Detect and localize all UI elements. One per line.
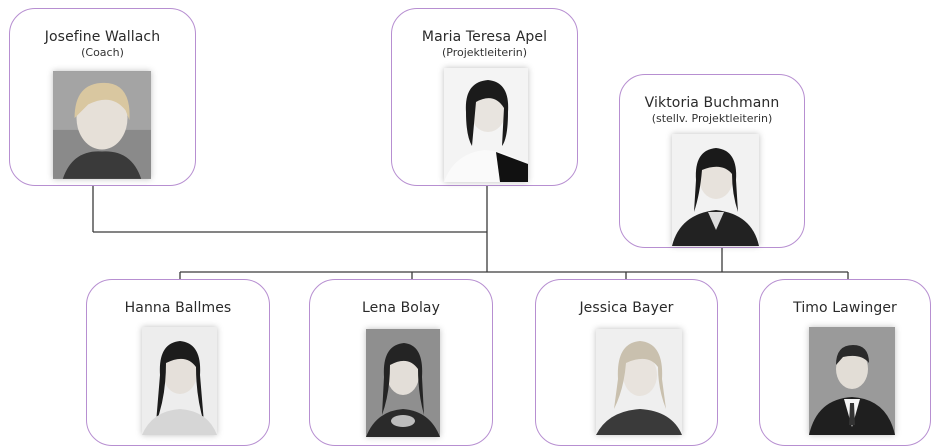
portrait-woman-dark-hair-icon <box>366 329 440 437</box>
person-name: Lena Bolay <box>362 300 440 316</box>
card-hanna-ballmes: Hanna Ballmes <box>86 279 270 446</box>
portrait-woman-blonde-icon <box>53 71 151 179</box>
person-role: (Projektleiterin) <box>441 46 528 59</box>
portrait-woman-blonde-icon <box>596 329 682 435</box>
person-name: Timo Lawinger <box>793 300 897 316</box>
card-viktoria-buchmann: Viktoria Buchmann (stellv. Projektleiter… <box>619 74 805 248</box>
portrait-woman-dark-hair-icon <box>142 327 217 435</box>
person-name: Jessica Bayer <box>579 300 674 316</box>
person-role: (stellv. Projektleiterin) <box>651 112 773 125</box>
person-role: (Coach) <box>81 46 124 59</box>
card-jessica-bayer: Jessica Bayer <box>535 279 718 446</box>
person-name: Josefine Wallach <box>44 29 161 45</box>
card-josefine-wallach: Josefine Wallach (Coach) <box>9 8 196 186</box>
card-timo-lawinger: Timo Lawinger <box>759 279 931 446</box>
card-maria-teresa-apel: Maria Teresa Apel (Projektleiterin) <box>391 8 578 186</box>
person-name: Viktoria Buchmann <box>644 95 780 111</box>
person-name: Maria Teresa Apel <box>421 29 548 45</box>
person-name: Hanna Ballmes <box>124 300 232 316</box>
card-lena-bolay: Lena Bolay <box>309 279 493 446</box>
portrait-woman-dark-hair-icon <box>444 68 528 182</box>
portrait-man-suit-icon <box>809 327 895 435</box>
portrait-woman-dark-hair-icon <box>672 134 759 246</box>
